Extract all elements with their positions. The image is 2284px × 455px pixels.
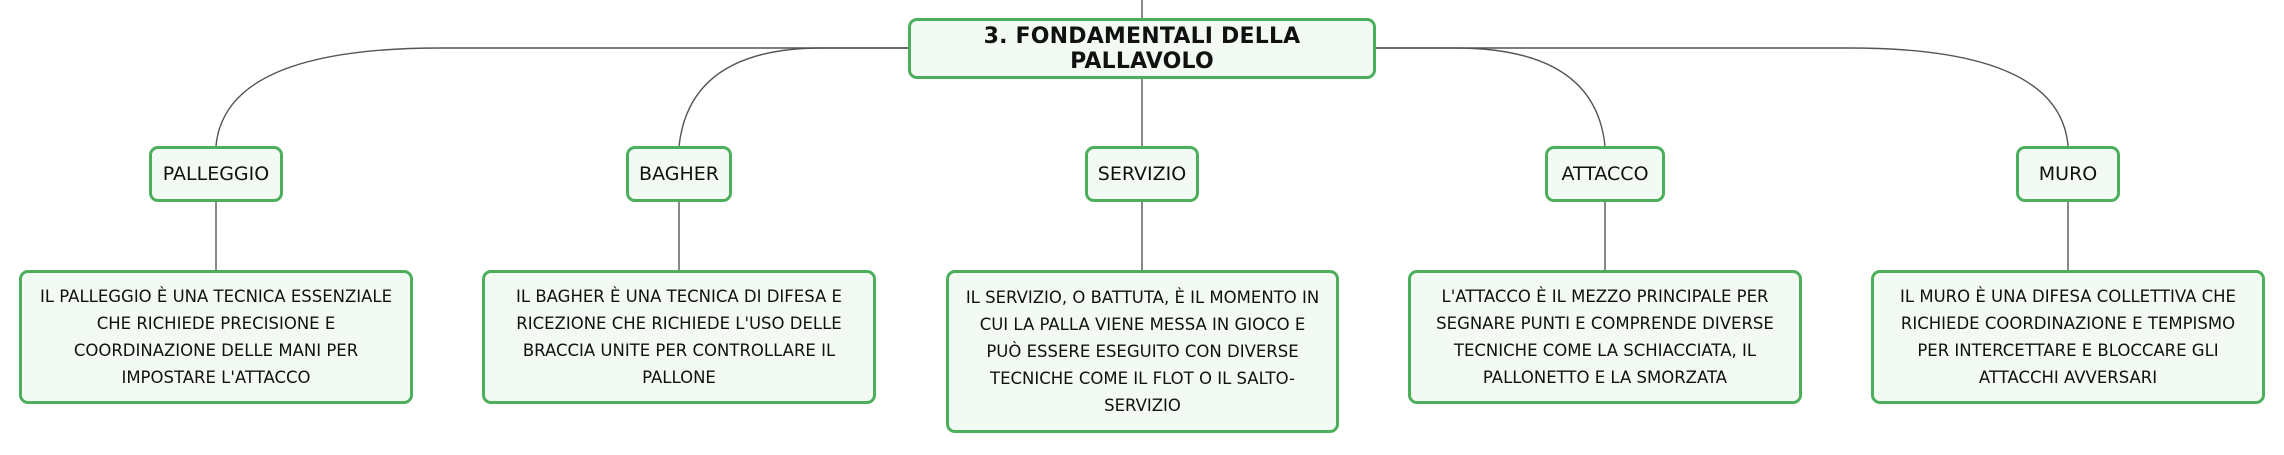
description-muro[interactable]: IL MURO È UNA DIFESA COLLETTIVA CHE RICH… <box>1871 270 2265 404</box>
description-text: IL SERVIZIO, O BATTUTA, È IL MOMENTO IN … <box>965 288 1320 415</box>
topic-servizio[interactable]: SERVIZIO <box>1085 146 1199 202</box>
connector-root-attacco <box>1376 47 1606 147</box>
description-attacco[interactable]: L'ATTACCO È IL MEZZO PRINCIPALE PER SEGN… <box>1408 270 1802 404</box>
topic-label: PALLEGGIO <box>162 163 270 185</box>
topic-bagher[interactable]: BAGHER <box>626 146 732 202</box>
description-palleggio[interactable]: IL PALLEGGIO È UNA TECNICA ESSENZIALE CH… <box>19 270 413 404</box>
description-text: IL BAGHER È UNA TECNICA DI DIFESA E RICE… <box>516 287 842 387</box>
root-label: 3. FONDAMENTALI DELLA PALLAVOLO <box>983 23 1301 74</box>
description-text: IL PALLEGGIO È UNA TECNICA ESSENZIALE CH… <box>39 287 393 387</box>
connector-root-bagher <box>678 47 908 147</box>
topic-attacco[interactable]: ATTACCO <box>1545 146 1665 202</box>
topic-label: MURO <box>2038 163 2098 185</box>
description-bagher[interactable]: IL BAGHER È UNA TECNICA DI DIFESA E RICE… <box>482 270 876 404</box>
topic-label: BAGHER <box>639 163 719 185</box>
description-servizio[interactable]: IL SERVIZIO, O BATTUTA, È IL MOMENTO IN … <box>946 270 1339 433</box>
topic-label: SERVIZIO <box>1097 163 1187 185</box>
topic-label: ATTACCO <box>1561 163 1649 185</box>
description-text: L'ATTACCO È IL MEZZO PRINCIPALE PER SEGN… <box>1436 287 1774 387</box>
connector-root-palleggio <box>215 47 908 147</box>
root-node[interactable]: 3. FONDAMENTALI DELLA PALLAVOLO <box>908 18 1376 79</box>
connector-root-muro <box>1376 47 2069 147</box>
topic-muro[interactable]: MURO <box>2016 146 2120 202</box>
topic-palleggio[interactable]: PALLEGGIO <box>149 146 283 202</box>
description-text: IL MURO È UNA DIFESA COLLETTIVA CHE RICH… <box>1900 287 2236 387</box>
